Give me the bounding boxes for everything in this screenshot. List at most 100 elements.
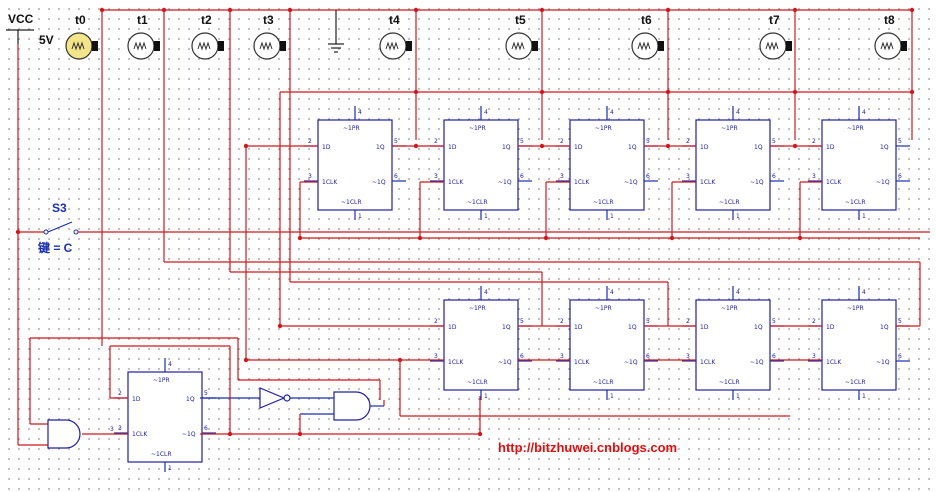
qbar-label: ~1Q: [750, 359, 764, 366]
pin-pre: 4: [610, 289, 614, 296]
pin-qbar: 6: [898, 173, 902, 180]
junction-dot: [539, 143, 545, 149]
junction-dot: [287, 7, 293, 13]
pin-pre: 4: [862, 109, 866, 116]
clk-label: 1CLK: [448, 179, 464, 186]
qbar-label: ~1Q: [372, 179, 386, 186]
junction-dot: [413, 7, 419, 13]
interconnect-wires: [29, 10, 921, 435]
junction-dot: [543, 235, 549, 241]
pin-clr: 1: [862, 393, 866, 400]
pin-clk: 3: [686, 173, 690, 180]
vcc-rail: [6, 29, 50, 446]
pin-q: 5: [772, 138, 776, 145]
clk-label: 1CLK: [322, 179, 338, 186]
d-label: 1D: [322, 144, 331, 151]
clr-label: ~1CLR: [467, 379, 488, 386]
pin-q: 5: [898, 318, 902, 325]
switch-s3[interactable]: [43, 221, 930, 235]
pre-label: ~1PR: [153, 377, 170, 384]
qbar-label: ~1Q: [876, 179, 890, 186]
pre-label: ~1PR: [595, 125, 612, 132]
pin-clr: 1: [736, 393, 740, 400]
lamp-filament: [259, 41, 273, 51]
junction-dot: [297, 431, 303, 437]
and-gate-left[interactable]: 3: [47, 419, 114, 449]
lamp-label: t6: [641, 13, 652, 27]
clk-label: 1CLK: [574, 359, 590, 366]
watermark-url: http://bitzhuwei.cnblogs.com: [498, 440, 677, 455]
q-label: 1Q: [628, 144, 637, 151]
pin-d: 2: [686, 318, 690, 325]
inverter-gate[interactable]: [259, 387, 291, 409]
pin-qbar: 6: [772, 173, 776, 180]
lamp-t8: t8: [874, 13, 907, 60]
lamp-t2: t2: [191, 13, 224, 60]
lamp-filament: [511, 41, 525, 51]
pre-label: ~1PR: [721, 305, 738, 312]
flipflop-body: [127, 371, 203, 463]
pin-qbar: 6: [772, 353, 776, 360]
pre-label: ~1PR: [343, 125, 360, 132]
d-label: 1D: [448, 144, 457, 151]
flipflop-body: [569, 299, 645, 391]
clk-label: 1CLK: [132, 431, 148, 438]
lamp-label: t7: [769, 13, 780, 27]
junction-dot: [277, 323, 283, 329]
junction-dot: [417, 235, 423, 241]
d-label: 1D: [132, 396, 141, 403]
pin-clk: 3: [812, 173, 816, 180]
and-gate-right[interactable]: [333, 391, 385, 421]
pin-clk: 3: [686, 353, 690, 360]
lamp-filament: [197, 41, 211, 51]
lamp-t3: t3: [253, 13, 286, 60]
clr-label: ~1CLR: [467, 199, 488, 206]
pin-clr: 1: [736, 213, 740, 220]
d-label: 1D: [700, 144, 709, 151]
lamp-label: t3: [263, 13, 274, 27]
switch-key: 键 = C: [37, 240, 73, 255]
qbar-label: ~1Q: [624, 359, 638, 366]
pin-clr: 1: [484, 393, 488, 400]
voltage-label: 5V: [39, 33, 54, 47]
d-label: 1D: [700, 324, 709, 331]
clk-label: 1CLK: [826, 359, 842, 366]
q-label: 1Q: [502, 144, 511, 151]
pin-pre: 4: [168, 361, 172, 368]
lamp-socket: [218, 41, 224, 51]
d-label: 1D: [826, 144, 835, 151]
junction-dot: [539, 89, 545, 95]
d-label: 1D: [574, 324, 583, 331]
pin-d: 2: [308, 138, 312, 145]
pre-label: ~1PR: [469, 305, 486, 312]
junction-dot: [397, 357, 403, 363]
q-label: 1Q: [754, 144, 763, 151]
lamp-t7: t7: [759, 13, 792, 60]
junction-dot: [243, 143, 249, 149]
pin-clk: 3: [118, 425, 122, 432]
clr-label: ~1CLR: [593, 379, 614, 386]
flipflop-group: ~1PR 1D 1Q 1CLK ~1Q ~1CLR 4 2 5 3 6 1 ~1PR 1D 1Q 1CLK ~1…: [114, 106, 910, 472]
lamp-socket: [658, 41, 664, 51]
pin-clr: 1: [610, 393, 614, 400]
junction-dot: [413, 89, 419, 95]
junction-dot: [909, 89, 915, 95]
pin-clr: 1: [610, 213, 614, 220]
pre-label: ~1PR: [847, 305, 864, 312]
pin-q: 5: [520, 138, 524, 145]
junction-dot: [665, 143, 671, 149]
junction-dot: [227, 7, 233, 13]
pin-pre: 4: [736, 109, 740, 116]
pre-label: ~1PR: [595, 305, 612, 312]
